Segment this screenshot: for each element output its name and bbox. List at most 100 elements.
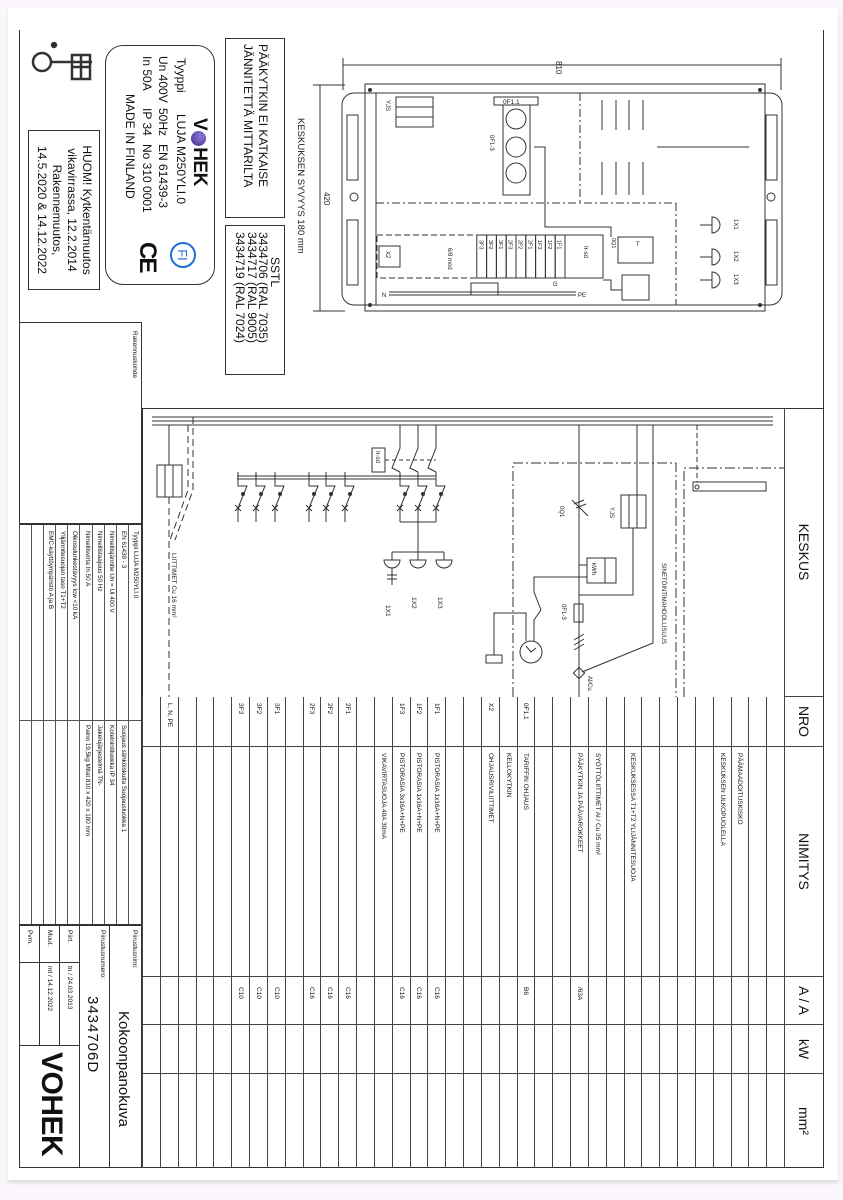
of13-label: 0F1-3 [488,135,494,151]
row-current: C10 [272,987,280,999]
header-kw: kW [784,1024,824,1074]
row-name: KELLOKYTKIN [504,753,512,798]
pe-label: PE [578,293,586,299]
fi-mark: FI [170,242,196,268]
circuit-breaker [271,472,285,522]
row-name: TARIFFIN OHJAUS [522,753,530,810]
note-line: vikavirrassa, 12.2.2014 [65,148,79,272]
vohek-logo-title: VOHEK [31,1052,71,1156]
sstl-title: SSTL [268,256,282,287]
breaker-label: 3F2 [487,240,493,249]
row-current: B6 [522,987,530,995]
row-name: SYÖTTÖLIITTIMET Al / Cu 35 mm² [593,753,601,856]
revision-block: Piirt.tn / 24.03.2013 Muut.mt / 14.12.20… [20,926,79,1046]
spec-item: Kotelointiluokka IP 34 [107,725,115,786]
spec-divider [19,525,20,924]
table-row [605,697,624,1168]
drawing-number-label: Piirustusnumero: [99,930,106,979]
header-nimitys: NIMITYS [784,746,824,977]
ventilation-slots [601,100,749,195]
row-nro: 2F1 [344,703,352,715]
table-row [463,697,481,1168]
spec-divider [79,525,81,924]
serial-number: No 310 0001 [140,144,154,213]
table-row: PÄÄKYTKIN JA PÄÄVAROKKEET /63A [570,697,588,1168]
row-nro: 0F1,1 [522,703,530,720]
x2-schem-label: 1X2 [410,597,417,609]
type-value: LUJA M250YLI.0 [174,114,188,205]
drawing-number-value: 3434706D [84,996,101,1074]
spec-divider [55,525,57,924]
drawing-number-row: Piirustusnumero: 3434706D [79,926,109,1167]
modified-value: mt / 14.12.2022 [46,966,53,1012]
t-label: T [636,242,640,248]
note-line: 14.5.2020 & 14.12.2022 [35,145,49,275]
row-name: PISTORASIA 1x16A+N+PE [415,753,423,833]
row-name: OHJAUSRIVILIITTIMET [486,753,494,823]
brand-name: VOHEK [35,1052,68,1157]
table-row [641,697,660,1168]
row-nro: 2F3 [308,703,316,715]
circuit-breaker [305,472,319,522]
table-row: 3F3 C10 [231,697,249,1168]
oq1-label: 0Q1 [558,506,564,518]
breaker-label: 3F1 [497,240,503,249]
row-nro: 3F2 [254,703,262,715]
breaker-label: 2F3 [507,240,513,249]
oq1-enc-label: 0Q1 [610,238,616,248]
type-label: Tyyppi [174,58,188,93]
warning-line-2: JÄNNITETTÄ MITTARILTA [241,44,255,188]
table-row [356,697,374,1168]
table-row: PÄÄMAADOITUSKISKO [730,697,749,1168]
spec-item: Jakelujärjestelmä TN- [95,725,103,786]
spec-item: Ylijännitesuojan taso T1+T2 [59,531,67,609]
circuit-breaker [396,472,410,522]
table-row [766,697,784,1168]
row-name: KESKUKSEN ULKOPUOLELLA [718,753,726,846]
height-dimension: 420 [322,192,331,206]
row-nro: X2 [486,703,494,711]
breaker-label: 1F2 [546,240,552,249]
row-name: PISTORASIA 1x16A+N+PE [433,753,441,833]
drawing-name-row: Piirustusnimi: Kokoonpanokuva [109,926,141,1167]
spec-divider [43,525,45,924]
table-row: KESKUKSEN ULKOPUOLELLA [712,697,731,1168]
table-row [534,697,553,1168]
kwh-label: kWh [590,563,596,575]
spec-divider [115,525,117,924]
sstl-box: SSTL 3434706 (RAL 7035) 3434717 (RAL 900… [225,225,285,375]
circuit-breaker [322,472,336,522]
x2-label: X2 [384,251,390,259]
table-row: SYÖTTÖLIITTIMET Al / Cu 35 mm² [587,697,606,1168]
main-switch-pole [427,425,437,473]
table-row: VIKAVIRTASUOJA 40A 30mA [373,697,392,1168]
table-row: KELLOKYTKIN [498,697,517,1168]
drawn-label: Piirt. [66,930,73,943]
rated-voltage: Un 400V [156,56,170,103]
key-icon [31,41,92,81]
table-row: 2F2 C16 [320,697,339,1168]
column-divider [142,746,784,747]
type-row: Tyyppi LUJA M250YLI.0 [174,58,188,228]
title-block: Piirustusnimi: Kokoonpanokuva Piirustusn… [19,925,142,1168]
x3-label: 1X3 [436,597,443,609]
drawing-name-label: Piirustusnimi: [131,930,138,969]
breaker-module: 3F3 [476,234,488,279]
enc-1x1-label: 1X1 [732,219,738,230]
made-in: MADE IN FINLAND [123,94,137,199]
spec-item: Paino 19,5kg Mitat 810 x 420 x 180 mm [83,725,91,836]
table-row: 1F1 PISTORASIA 1x16A+N+PE C16 [427,697,446,1168]
sstl-code: 3434719 (RAL 7024) [233,232,248,343]
breaker-label: 3F3 [477,240,483,249]
row-nro: 1F2 [415,703,423,715]
wiring-schematic: LIITTIMET Cu 16 mm² Ir-sd 1X1 1X2 1X3 SI… [152,416,784,697]
column-divider [142,1024,784,1025]
terminals-label: LIITTIMET Cu 16 mm² [170,553,177,618]
breaker-label: 1F1 [556,240,562,249]
spec-item: Nimellisvirta In 50 A [83,531,91,587]
row-name: PISTORASIA 3x16A+N+PE [397,753,405,833]
row-current: C16 [415,987,423,999]
